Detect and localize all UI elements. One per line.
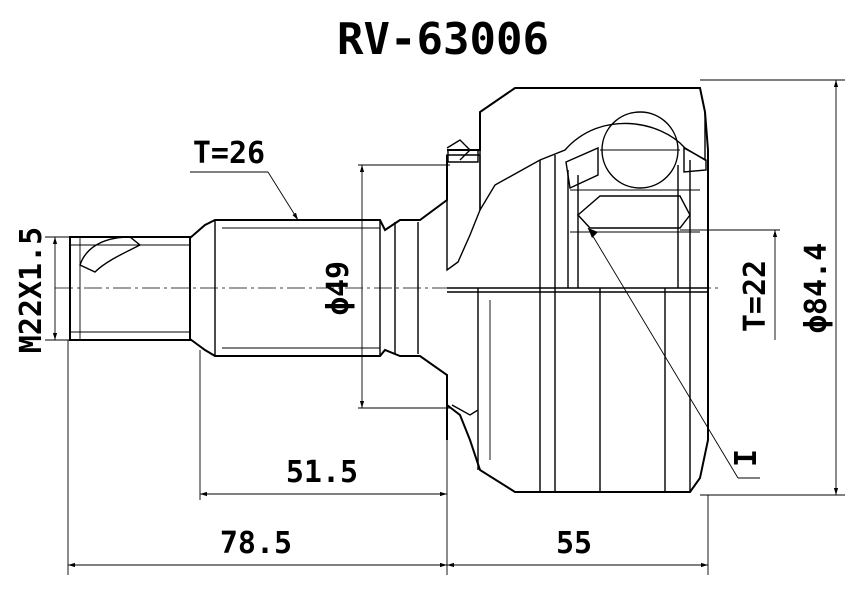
shaft [69,139,479,440]
thread-size-label: M22X1.5 [14,227,49,353]
dimension-lines [45,79,845,575]
housing-diameter-label: ϕ84.4 [799,243,834,333]
part-number-title: RV-63006 [337,14,549,65]
spline-teeth-label: T=26 [193,136,265,171]
stem-length-label: 51.5 [286,455,358,490]
seal-diameter-label: ϕ49 [321,261,356,315]
housing-length-label: 55 [556,526,592,561]
outer-housing [446,87,709,493]
inner-marker-label: I [729,449,764,467]
inner-teeth-label: T=22 [738,260,773,332]
shaft-length-label: 78.5 [220,526,292,561]
